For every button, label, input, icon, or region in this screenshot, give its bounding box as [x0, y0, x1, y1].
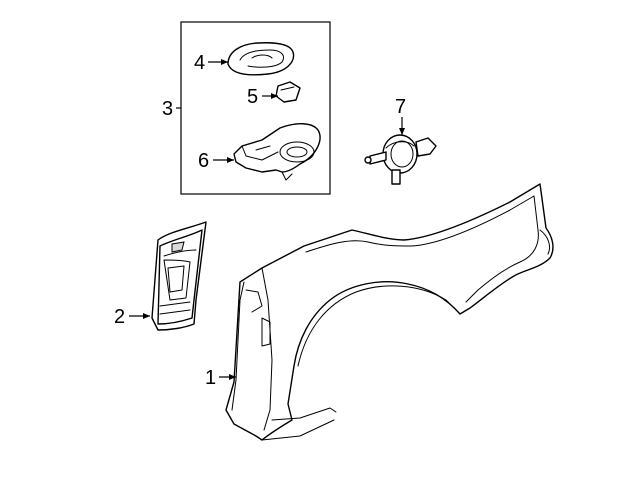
- lamp-housing-panel-part[interactable]: [151, 221, 207, 331]
- callout-5: 5: [247, 86, 258, 108]
- quarter-panel-part[interactable]: [225, 183, 554, 441]
- fuel-door-housing-part[interactable]: [233, 123, 321, 181]
- fuel-door-bumper-part[interactable]: [275, 81, 301, 103]
- callout-6: 6: [198, 150, 209, 172]
- callout-7: 7: [395, 96, 406, 118]
- callout-3: 3: [162, 98, 173, 120]
- callout-1: 1: [205, 367, 216, 389]
- callout-2: 2: [114, 306, 125, 328]
- callout-4: 4: [194, 52, 205, 74]
- fuel-door-actuator-part[interactable]: [364, 134, 437, 185]
- fuel-door-part[interactable]: [227, 42, 295, 76]
